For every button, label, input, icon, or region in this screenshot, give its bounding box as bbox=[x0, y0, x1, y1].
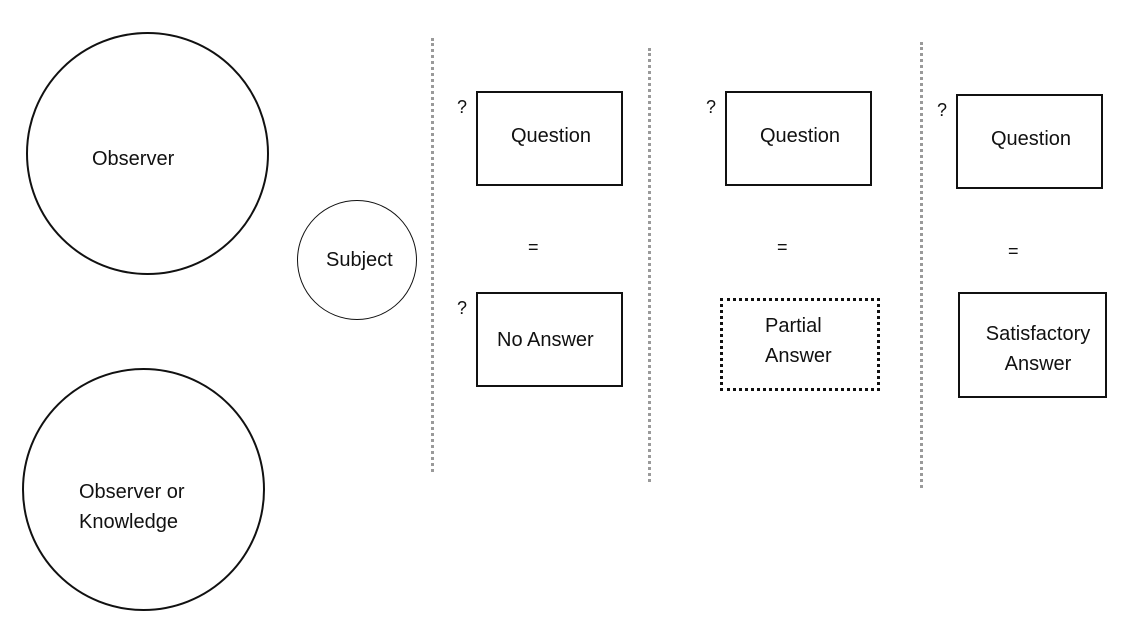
question-mark-3: ? bbox=[937, 100, 948, 120]
equals-sign-2: = bbox=[777, 237, 788, 257]
answer-label-2: Partial Answer bbox=[765, 315, 832, 367]
question-label-1: Question bbox=[511, 125, 592, 147]
question-mark-2: ? bbox=[706, 97, 717, 117]
subject-label: Subject bbox=[326, 249, 393, 271]
separator-line-2 bbox=[648, 48, 651, 482]
separator-line-3 bbox=[920, 42, 923, 488]
answer-box-3 bbox=[958, 292, 1107, 398]
question-label-2: Question bbox=[760, 125, 841, 147]
question-box-1 bbox=[476, 91, 623, 186]
separator-line-1 bbox=[431, 38, 434, 472]
question-label-3: Question bbox=[991, 128, 1072, 150]
observer-knowledge-label: Observer or Knowledge bbox=[79, 481, 185, 533]
question-box-2 bbox=[725, 91, 872, 186]
observer-label: Observer bbox=[92, 148, 175, 170]
answer-label-1: No Answer bbox=[497, 329, 594, 351]
answer-box-2 bbox=[720, 298, 880, 391]
equals-sign-3: = bbox=[1008, 241, 1019, 261]
observer-knowledge-circle bbox=[22, 368, 265, 611]
equals-sign-1: = bbox=[528, 237, 539, 257]
answer-label-3: Satisfactory Answer bbox=[985, 323, 1091, 375]
question-mark-1: ? bbox=[457, 97, 468, 117]
question-box-3 bbox=[956, 94, 1103, 189]
observer-circle bbox=[26, 32, 269, 275]
answer-box-1 bbox=[476, 292, 623, 387]
subject-circle bbox=[297, 200, 417, 320]
answer-question-mark-1: ? bbox=[457, 298, 468, 318]
